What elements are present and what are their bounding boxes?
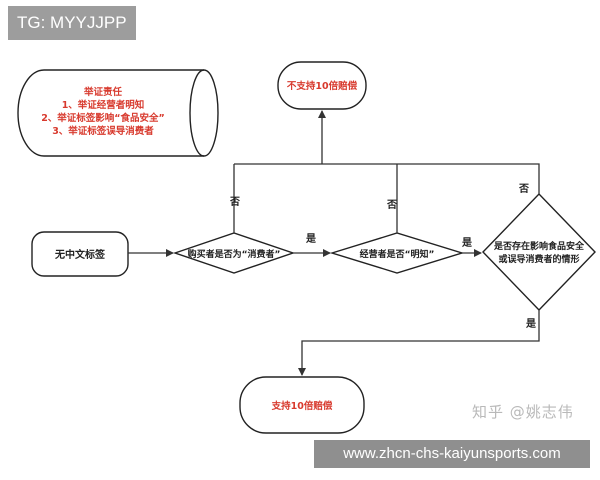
edge-label-consumer-no: 否: [229, 196, 240, 208]
edge-label-operator-yes: 是: [461, 237, 472, 249]
burden-item-1: 1、举证经营者明知: [62, 99, 145, 111]
edge-label-consumer-yes: 是: [305, 233, 316, 245]
operator-decision-label: 经营者是否“明知”: [360, 248, 435, 260]
safety-decision-line-2: 或误导消费者的情形: [498, 253, 579, 265]
edge-label-operator-no: 否: [386, 199, 397, 211]
arrow-safety-yes-to-support: [298, 310, 540, 376]
line-safety-no: [234, 163, 540, 194]
url-watermark-bar: www.zhcn-chs-kaiyunsports.com: [314, 440, 590, 468]
burden-item-3: 3、举证标签误导消费者: [52, 125, 154, 137]
not-support-node: [277, 61, 367, 110]
not-support-label: 不支持10倍赔偿: [287, 80, 358, 92]
support-node: [239, 376, 365, 434]
connectors: [128, 110, 540, 376]
no-chinese-label-text: 无中文标签: [54, 248, 106, 261]
safety-decision: [482, 192, 596, 312]
burden-item-2: 2、举证标签影响“食品安全”: [41, 112, 165, 124]
consumer-decision-label: 购买者是否为“消费者”: [188, 248, 281, 260]
no-chinese-label-node: [31, 231, 129, 277]
support-label: 支持10倍赔偿: [271, 400, 333, 412]
burden-of-proof-cylinder: [17, 69, 219, 157]
tg-watermark-tag: TG: MYYJJPP: [8, 6, 136, 40]
safety-decision-line-1: 是否存在影响食品安全: [493, 240, 585, 252]
burden-title: 举证责任: [83, 86, 123, 98]
zhihu-watermark: 知乎 @姚志伟: [472, 403, 574, 421]
edge-label-safety-no: 否: [518, 183, 529, 195]
edge-label-safety-yes: 是: [525, 318, 536, 330]
